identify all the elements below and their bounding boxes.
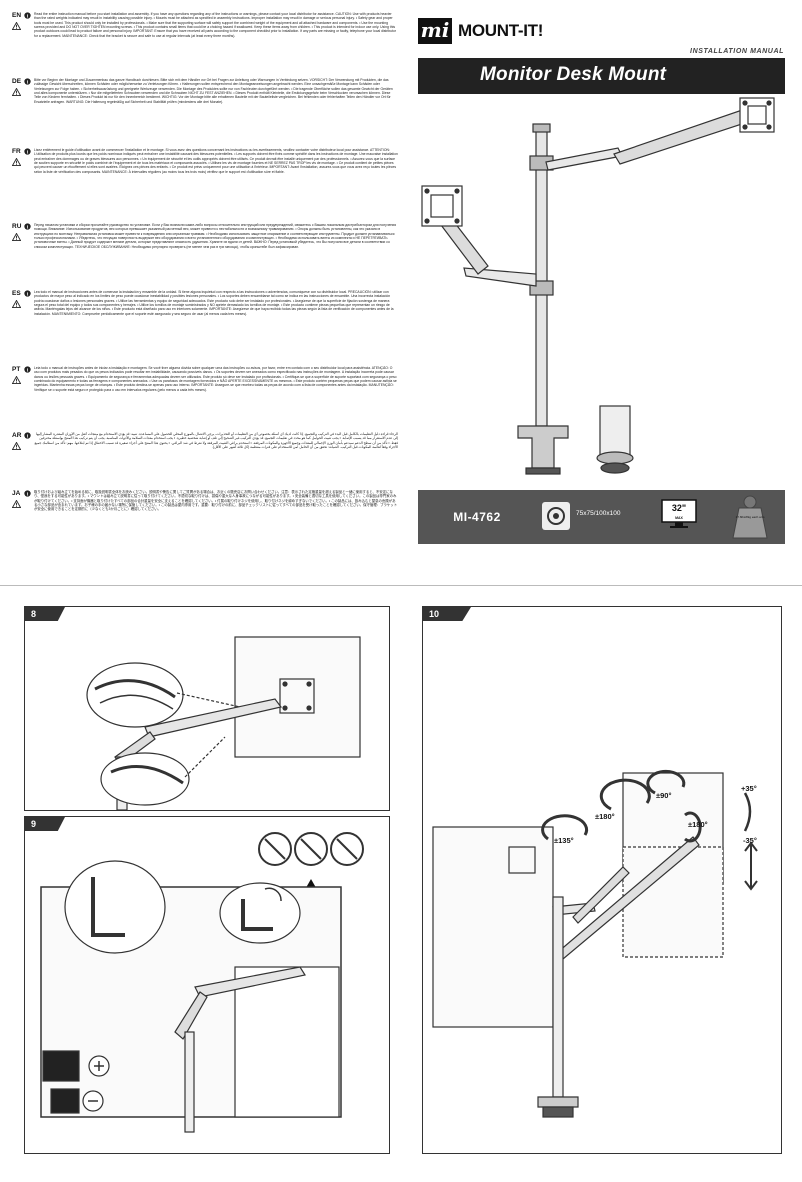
weight-icon (732, 495, 768, 539)
max-weight: 17.6lbs/8kg each arm (735, 515, 765, 519)
swivel-90-label: ±90° (656, 791, 671, 800)
lang-code: AR (12, 432, 22, 439)
title-bar: Monitor Desk Mount (418, 58, 785, 94)
lang-block-ru: RU i Перед началом установки и сборки пр… (12, 223, 400, 285)
lang-code: EN (12, 12, 22, 19)
lang-text: Перед началом установки и сборки прочита… (34, 223, 397, 249)
info-icon: i (24, 490, 31, 497)
rotate-180-label: ±180° (688, 820, 708, 829)
tilt-down-label: -35° (743, 836, 757, 845)
lang-code: PT (12, 366, 21, 373)
brand-logo: mi MOUNT-IT! (418, 18, 543, 44)
lang-code: ES (12, 290, 21, 297)
info-icon: i (24, 12, 31, 19)
info-icon: i (24, 148, 31, 155)
step-8-illustration (86, 636, 361, 810)
warning-icon (12, 500, 21, 508)
svg-text:i: i (27, 225, 29, 230)
svg-text:i: i (27, 434, 29, 439)
lang-text: الرجاء قراءة دليل التعليمات بالكامل قبل … (34, 432, 398, 450)
product-illustration (421, 97, 775, 475)
step-number: 8 (25, 607, 65, 621)
warning-icon (12, 442, 21, 450)
svg-text:i: i (27, 14, 29, 19)
info-icon: i (24, 290, 31, 297)
svg-text:i: i (27, 292, 29, 297)
lang-code: RU (12, 223, 22, 230)
lang-text: Read the entire instruction manual befor… (34, 12, 396, 38)
step-panel-8: 8 (24, 606, 390, 811)
weight-badge: 17.6lbs/8kg each arm (725, 494, 775, 540)
model-number: MI-4762 (453, 510, 501, 524)
manual-label: INSTALLATION MANUAL (690, 48, 784, 55)
lang-block-pt: PT i Leia todo o manual de instruções an… (12, 366, 400, 428)
swivel-180-label: ±180° (595, 812, 615, 821)
language-instructions: EN i Read the entire instruction manual … (12, 12, 400, 522)
svg-text:i: i (27, 150, 29, 155)
lang-text: Lea todo el manual de instrucciones ante… (34, 290, 394, 316)
svg-text:i: i (27, 80, 29, 85)
lang-text: Leia todo o manual de instruções antes d… (34, 366, 397, 392)
logo-mark: mi (418, 18, 452, 44)
swivel-135-label: ±135° (554, 836, 574, 845)
step-number: 9 (25, 817, 65, 831)
lang-code: FR (12, 148, 21, 155)
lang-text: Bitte vor Beginn der Montage und Zusamme… (34, 78, 393, 104)
info-icon: i (24, 223, 31, 230)
warning-icon (12, 158, 21, 166)
lang-code: DE (12, 78, 22, 85)
fold-line (0, 585, 802, 586)
step-panel-10: 10 ±135° ±180° ±90° ±180 (422, 606, 782, 1154)
spec-bar: MI-4762 75x75/100x100 32" MAX 17.6lbs/8k… (418, 490, 785, 544)
svg-text:i: i (27, 368, 29, 373)
max-screen-size: 32" (671, 503, 687, 513)
step-9-illustration (40, 832, 364, 1133)
monitor-icon (661, 499, 697, 528)
lang-block-en: EN i Read the entire instruction manual … (12, 12, 400, 72)
info-icon: i (24, 432, 31, 439)
lang-block-es: ES i Lea todo el manual de instrucciones… (12, 290, 400, 360)
lang-code: JA (12, 490, 21, 497)
step-10-illustration: ±135° ±180° ±90° ±180° +35° -35° (432, 769, 758, 1118)
warning-icon (12, 376, 21, 384)
screen-size-badge: 32" MAX (661, 499, 697, 529)
lang-block-fr: FR i Lisez entièrement le guide d'utilis… (12, 148, 400, 218)
brand-name: MOUNT-IT! (458, 21, 544, 40)
warning-icon (12, 22, 21, 30)
max-label: MAX (675, 516, 683, 520)
lang-block-de: DE i Bitte vor Beginn der Montage und Zu… (12, 78, 400, 144)
svg-text:i: i (27, 492, 29, 497)
product-title: Monitor Desk Mount (480, 64, 667, 85)
lang-text: 取り付けおよび組み立てを始める前に、取扱説明書全体をお読みください。説明書や警告… (34, 490, 398, 512)
lang-block-ja: JA i 取り付けおよび組み立てを始める前に、取扱説明書全体をお読みください。説… (12, 490, 400, 546)
lang-block-ar: AR i الرجاء قراءة دليل التعليمات بالكامل… (12, 432, 400, 488)
info-icon: i (24, 78, 31, 85)
warning-icon (12, 233, 21, 241)
warning-icon (12, 300, 21, 308)
tilt-up-label: +35° (741, 784, 757, 793)
warning-icon (12, 88, 21, 96)
step-number: 10 (423, 607, 471, 621)
lang-text: Lisez entièrement le guide d'utilisation… (34, 148, 398, 174)
step-panel-9: 9 (24, 816, 390, 1154)
manual-front-page: EN i Read the entire instruction manual … (0, 0, 802, 585)
info-icon: i (24, 366, 31, 373)
vesa-pattern-icon (542, 502, 570, 530)
vesa-spec: 75x75/100x100 (576, 510, 621, 517)
